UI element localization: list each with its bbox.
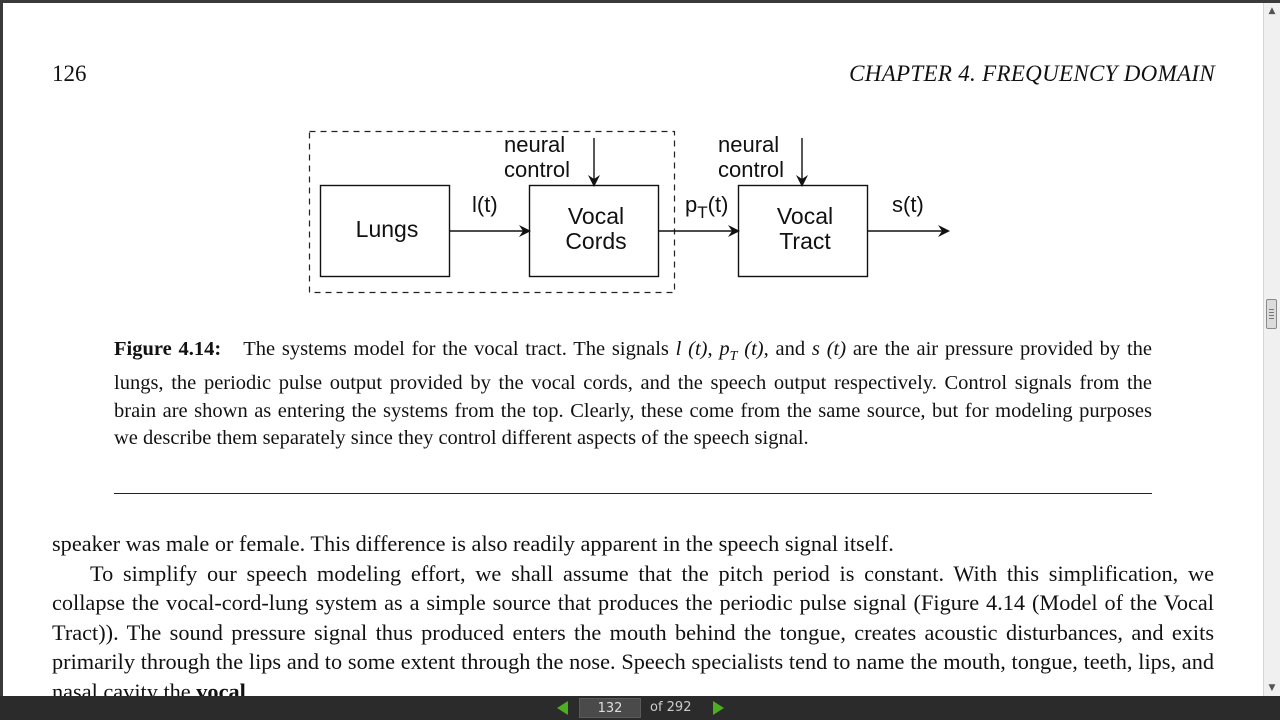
next-page-button[interactable] bbox=[709, 699, 727, 717]
neural-control-label-2b: control bbox=[718, 157, 784, 182]
scroll-down-icon[interactable]: ▼ bbox=[1268, 683, 1276, 693]
vocal-tract-label-line1: Vocal bbox=[777, 203, 833, 229]
paragraph-2-text: To simplify our speech modeling effort, … bbox=[52, 560, 1214, 696]
thumb-grip-icon bbox=[1269, 309, 1274, 310]
caption-sep1: , bbox=[707, 338, 720, 360]
thumb-grip-icon bbox=[1269, 315, 1274, 316]
scroll-thumb[interactable] bbox=[1266, 299, 1277, 329]
page-navigation-bar: of 292 bbox=[0, 696, 1280, 720]
chapter-header: CHAPTER 4. FREQUENCY DOMAIN bbox=[849, 61, 1215, 86]
vocal-cords-label-line2: Cords bbox=[565, 228, 626, 254]
caption-part2: are the air pressure provided by the lun… bbox=[114, 338, 1152, 449]
signal-label-pt-main: p bbox=[685, 192, 697, 217]
page-count-label: of 292 bbox=[650, 700, 692, 715]
signal-label-pt-tail: (t) bbox=[708, 192, 729, 217]
figure-label: Figure 4.14: bbox=[114, 338, 222, 360]
caption-sep2: , and bbox=[763, 338, 812, 360]
page-number-header: 126 bbox=[52, 61, 87, 86]
caption-signal-p-sub-text: T bbox=[729, 349, 738, 365]
caption-signal-p-tail: (t) bbox=[737, 338, 764, 360]
caption-signal-p-sub: T bbox=[730, 349, 738, 364]
caption-signal-s: s (t) bbox=[811, 338, 847, 360]
caption-signal-l: l (t) bbox=[675, 338, 708, 360]
neural-control-label-1b: control bbox=[504, 157, 570, 182]
neural-control-label-2a: neural bbox=[718, 132, 779, 157]
triangle-left-icon bbox=[557, 701, 568, 715]
viewer-top-border bbox=[0, 0, 1280, 3]
signal-label-l: l(t) bbox=[472, 192, 498, 217]
figure-divider bbox=[114, 493, 1152, 494]
lung-cord-system-boundary bbox=[308, 130, 676, 294]
figure-caption: Figure 4.14: The systems model for the vo… bbox=[114, 336, 1152, 452]
signal-label-s: s(t) bbox=[892, 192, 924, 217]
thumb-grip-icon bbox=[1269, 312, 1274, 313]
neural-control-label-1a: neural bbox=[504, 132, 565, 157]
viewer-left-border bbox=[0, 0, 3, 696]
triangle-right-icon bbox=[713, 701, 724, 715]
scroll-up-icon[interactable]: ▲ bbox=[1268, 6, 1276, 16]
paragraph-2-bold-term: vocal bbox=[196, 678, 246, 696]
vocal-tract-label-line2: Tract bbox=[779, 228, 831, 254]
page-number-input[interactable] bbox=[579, 698, 641, 718]
caption-signal-p: p bbox=[719, 338, 730, 360]
document-page: 126 CHAPTER 4. FREQUENCY DOMAIN Lungs Vo… bbox=[3, 3, 1263, 696]
vertical-scrollbar[interactable]: ▲ ▼ bbox=[1263, 3, 1280, 696]
thumb-grip-icon bbox=[1269, 318, 1274, 319]
lungs-label: Lungs bbox=[356, 216, 419, 242]
caption-part1: The systems model for the vocal tract. T… bbox=[243, 338, 676, 360]
vocal-cords-label-line1: Vocal bbox=[568, 203, 624, 229]
paragraph-2: To simplify our speech modeling effort, … bbox=[52, 559, 1214, 696]
vocal-tract-diagram: Lungs Vocal Cords Vocal Tract neural con… bbox=[308, 130, 950, 294]
paragraph-1: speaker was male or female. This differe… bbox=[52, 531, 894, 556]
signal-label-pt-sub: T bbox=[697, 203, 707, 222]
prev-page-button[interactable] bbox=[554, 699, 572, 717]
body-text: speaker was male or female. This differe… bbox=[52, 529, 1214, 696]
vocal-cords-block bbox=[528, 184, 660, 278]
signal-label-pt: pT(t) bbox=[685, 192, 728, 222]
